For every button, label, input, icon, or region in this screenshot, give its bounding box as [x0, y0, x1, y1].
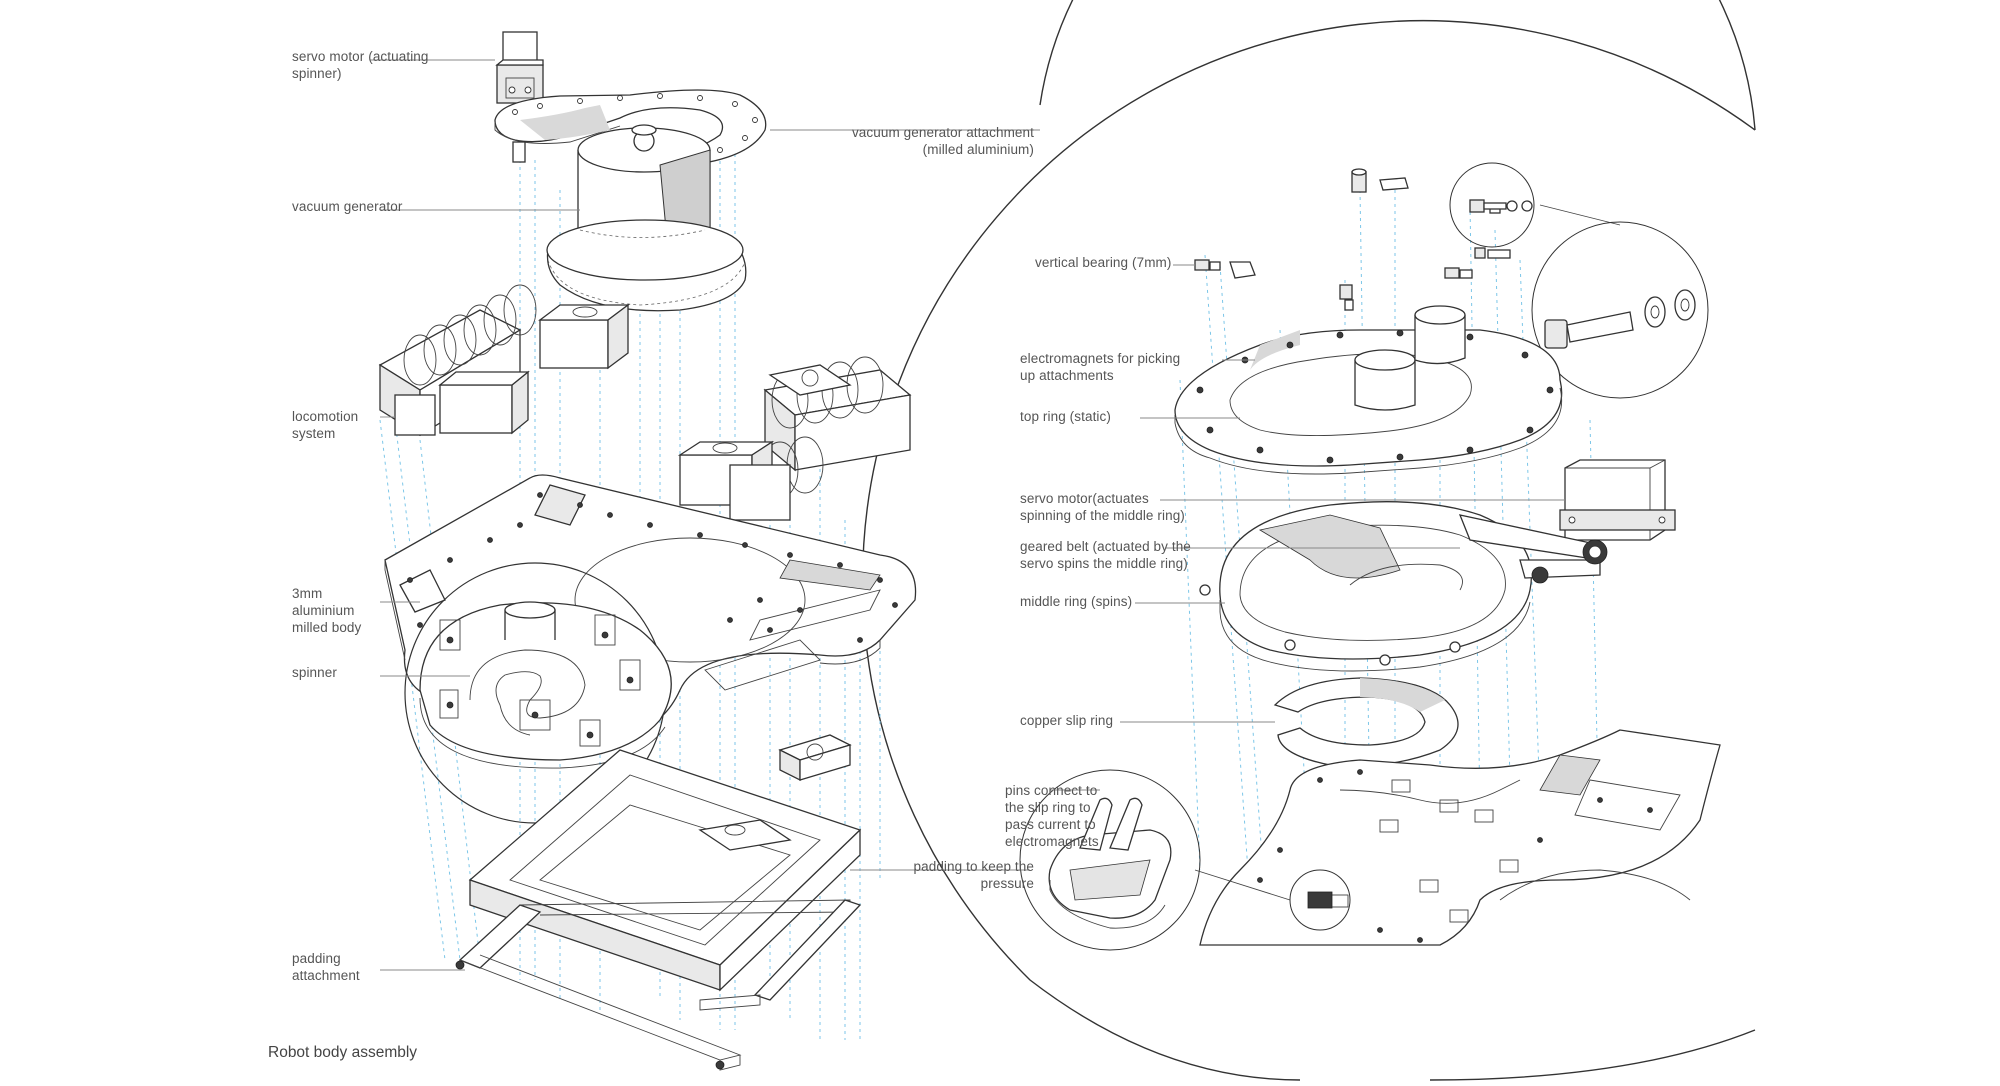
label-pins-connect: pins connect to the slip ring to pass cu…: [1005, 783, 1099, 849]
label-locomotion-system: locomotion system: [292, 409, 359, 441]
bearing-detail-callout: [1449, 162, 1709, 399]
right-leader-lines: [1050, 264, 1565, 791]
label-top-ring: top ring (static): [1020, 409, 1111, 424]
servo-motor-middle-ring-part: [1559, 459, 1676, 541]
vacuum-generator-part: [546, 124, 747, 312]
label-servo-motor-middle-ring: servo motor(actuates spinning of the mid…: [1020, 491, 1185, 523]
left-leader-lines: [370, 59, 1040, 971]
label-electromagnets: electromagnets for picking up attachment…: [1020, 351, 1181, 383]
locomotion-track-left: [378, 284, 630, 437]
padding-attachment-part: [455, 899, 862, 1071]
spinner-part: [404, 562, 672, 824]
label-vacuum-generator: vacuum generator: [292, 199, 403, 214]
locomotion-track-right: [677, 356, 912, 521]
base-plate-detail: [1199, 729, 1721, 946]
label-middle-ring: middle ring (spins): [1020, 594, 1133, 609]
pins-detail-callout: [1019, 769, 1351, 951]
label-spinner: spinner: [292, 665, 337, 680]
top-ring-part: [1174, 305, 1563, 475]
label-servo-motor-spinner: servo motor (actuating spinner): [292, 49, 429, 81]
copper-slip-ring-part: [1273, 677, 1459, 767]
label-vertical-bearing: vertical bearing (7mm): [1035, 255, 1172, 270]
middle-ring-part: [1199, 501, 1608, 672]
label-vacuum-generator-attachment: vacuum generator attachment (milled alum…: [851, 125, 1034, 157]
label-padding-keep-pressure: padding to keep the pressure: [913, 859, 1034, 891]
label-padding-attachment: padding attachment: [292, 951, 360, 983]
label-aluminium-body: 3mm aluminium milled body: [292, 586, 362, 635]
label-copper-slip-ring: copper slip ring: [1020, 713, 1114, 728]
servo-motor-spinner-part: [495, 31, 544, 104]
padding-frame-part: [468, 749, 862, 992]
label-geared-belt: geared belt (actuated by the servo spins…: [1020, 539, 1191, 571]
figure-caption: Robot body assembly: [268, 1044, 418, 1061]
bracket-part: [778, 734, 852, 782]
bearing-hardware: [1194, 168, 1511, 311]
